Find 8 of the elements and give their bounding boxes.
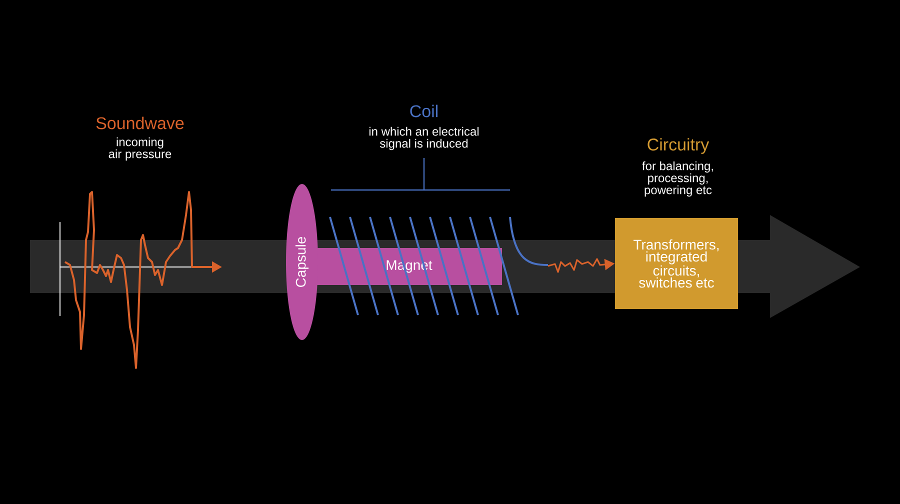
heading: Coil — [410, 104, 438, 118]
coil-drawing — [329, 216, 548, 316]
subtitle: in which an electrical signal is induced — [369, 126, 479, 150]
subtitle: for balancing, processing, powering etc — [642, 161, 713, 197]
heading: Soundwave — [96, 116, 184, 130]
heading: Circuitry — [648, 138, 710, 154]
subtitle: incoming air pressure — [108, 137, 172, 161]
circuitry-box: Transformers, integrated circuits, switches etc — [615, 218, 738, 309]
